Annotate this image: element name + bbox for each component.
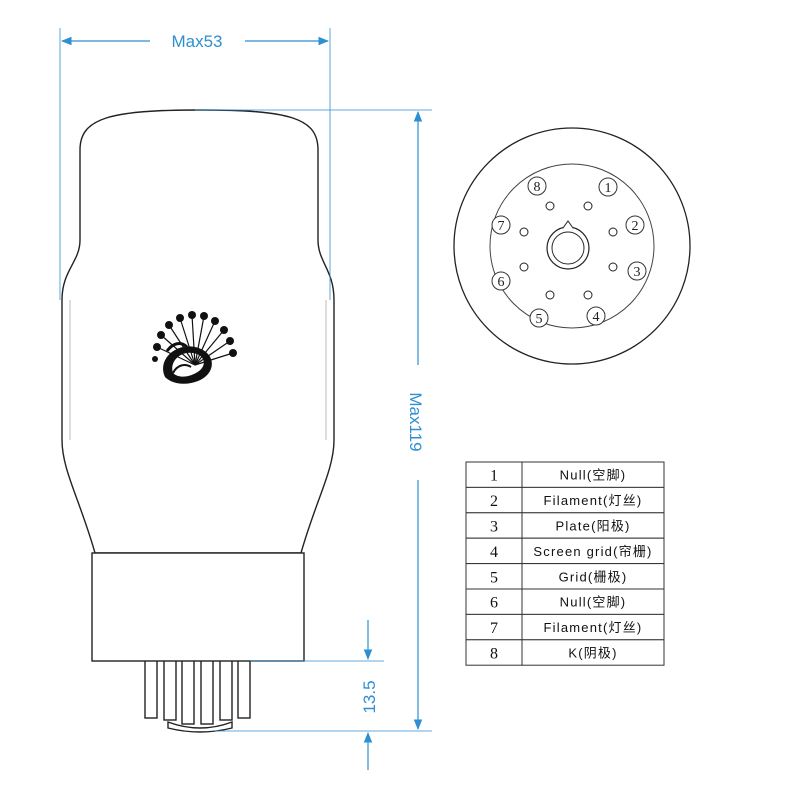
table-pin-function: K(阴极) [568, 646, 617, 661]
pin-number: 3 [634, 265, 641, 280]
table-row: 1 Null(空脚) [465, 461, 665, 488]
pin-number: 2 [632, 219, 639, 234]
socket-pin-holes [519, 201, 618, 300]
table-row: 6 Null(空脚) [465, 588, 665, 615]
tube-pins [144, 659, 251, 733]
table-pin-number: 4 [490, 544, 498, 561]
table-pin-function: Filament(灯丝) [544, 620, 643, 635]
table-pin-number: 7 [490, 620, 498, 637]
table-row: 4 Screen grid(帘栅) [465, 537, 665, 565]
socket-pin-labels: 1 2 3 4 5 6 7 8 [491, 176, 647, 328]
table-row: 8 K(阴极) [465, 639, 665, 666]
table-pin-function: Grid(栅极) [559, 569, 628, 584]
tube-base [91, 552, 305, 662]
pin-number: 7 [498, 219, 505, 234]
table-pin-number: 5 [490, 569, 498, 586]
pin-number: 1 [605, 181, 612, 196]
socket-bottom-view: 1 2 3 4 5 6 7 8 [453, 127, 691, 365]
table-pin-number: 3 [490, 519, 498, 536]
pin-label-7: 7 [491, 215, 511, 235]
pin-label-3: 3 [627, 261, 647, 281]
pin-label-5: 5 [529, 308, 549, 328]
dimension-lines: Max53 Max119 13.5 [59, 28, 432, 770]
table-pin-function: Filament(灯丝) [544, 493, 643, 508]
pin-label-2: 2 [625, 215, 645, 235]
table-pin-number: 2 [490, 493, 498, 510]
pin-length-dimension-label: 13.5 [360, 680, 379, 713]
glass-envelope [61, 109, 335, 554]
table-pin-function: Null(空脚) [560, 595, 627, 610]
pin-label-1: 1 [598, 177, 618, 197]
table-pin-function: Null(空脚) [560, 468, 627, 483]
width-dimension-label: Max53 [171, 32, 222, 51]
table-pin-number: 8 [490, 646, 498, 663]
pin-label-4: 4 [586, 306, 606, 326]
pin-label-8: 8 [527, 176, 547, 196]
table-row: 5 Grid(栅极) [465, 563, 665, 590]
table-pin-number: 6 [490, 595, 498, 612]
pin-number: 5 [536, 312, 543, 327]
height-dimension-label: Max119 [406, 392, 425, 451]
tube-drawing [61, 109, 335, 733]
table-row: 7 Filament(灯丝) [465, 613, 665, 641]
table-pin-function: Plate(阳极) [555, 519, 630, 534]
pin-number: 8 [534, 180, 541, 195]
table-pin-number: 1 [490, 468, 498, 485]
pin-label-6: 6 [491, 271, 511, 291]
peacock-logo-icon [152, 311, 237, 384]
table-pin-function: Screen grid(帘栅) [533, 544, 652, 559]
table-row: 2 Filament(灯丝) [465, 486, 665, 514]
pin-number: 6 [498, 275, 505, 290]
pin-number: 4 [593, 310, 600, 325]
table-row: 3 Plate(阳极) [465, 512, 665, 539]
